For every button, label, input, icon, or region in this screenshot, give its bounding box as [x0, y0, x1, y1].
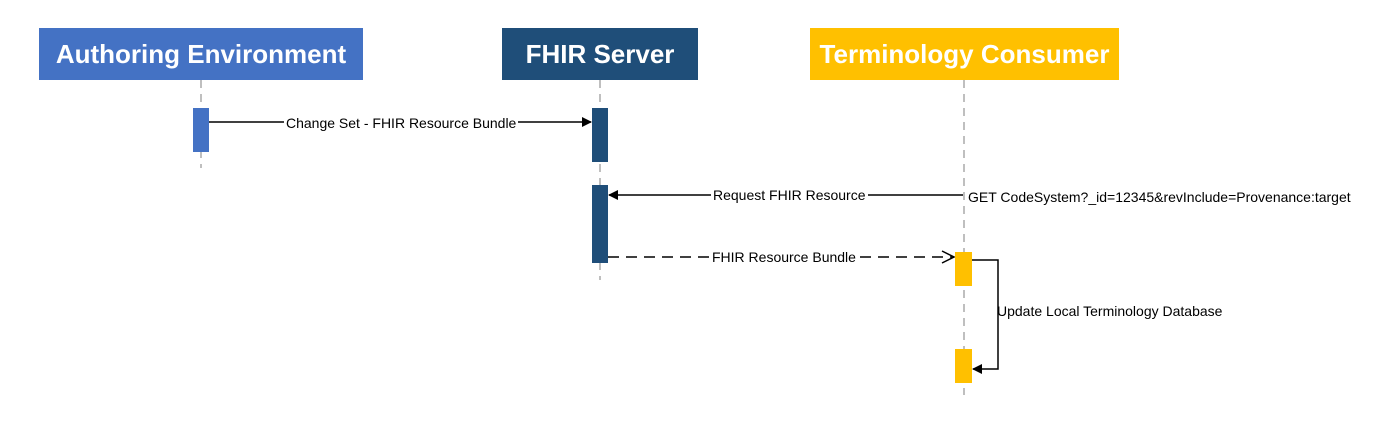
actor-terminology-consumer: Terminology Consumer — [810, 28, 1119, 80]
actor-fhir-server: FHIR Server — [502, 28, 698, 80]
label-update: Update Local Terminology Database — [997, 303, 1223, 319]
label-request: Request FHIR Resource — [711, 186, 868, 204]
actor-authoring-environment: Authoring Environment — [39, 28, 363, 80]
activation-terminology-1 — [955, 252, 972, 286]
arrow-update-loop — [972, 259, 999, 374]
actor-authoring-label: Authoring Environment — [55, 38, 347, 69]
label-get-query: GET CodeSystem?_id=12345&revInclude=Prov… — [966, 188, 1353, 206]
activation-fhir-1 — [592, 108, 608, 162]
activation-terminology-2 — [955, 349, 972, 383]
actor-terminology-label: Terminology Consumer — [819, 38, 1110, 69]
activation-fhir-2 — [592, 185, 608, 263]
activation-authoring — [193, 108, 209, 152]
actor-fhir-label: FHIR Server — [525, 38, 675, 69]
label-bundle: FHIR Resource Bundle — [710, 248, 858, 266]
label-change-set: Change Set - FHIR Resource Bundle — [284, 114, 519, 132]
